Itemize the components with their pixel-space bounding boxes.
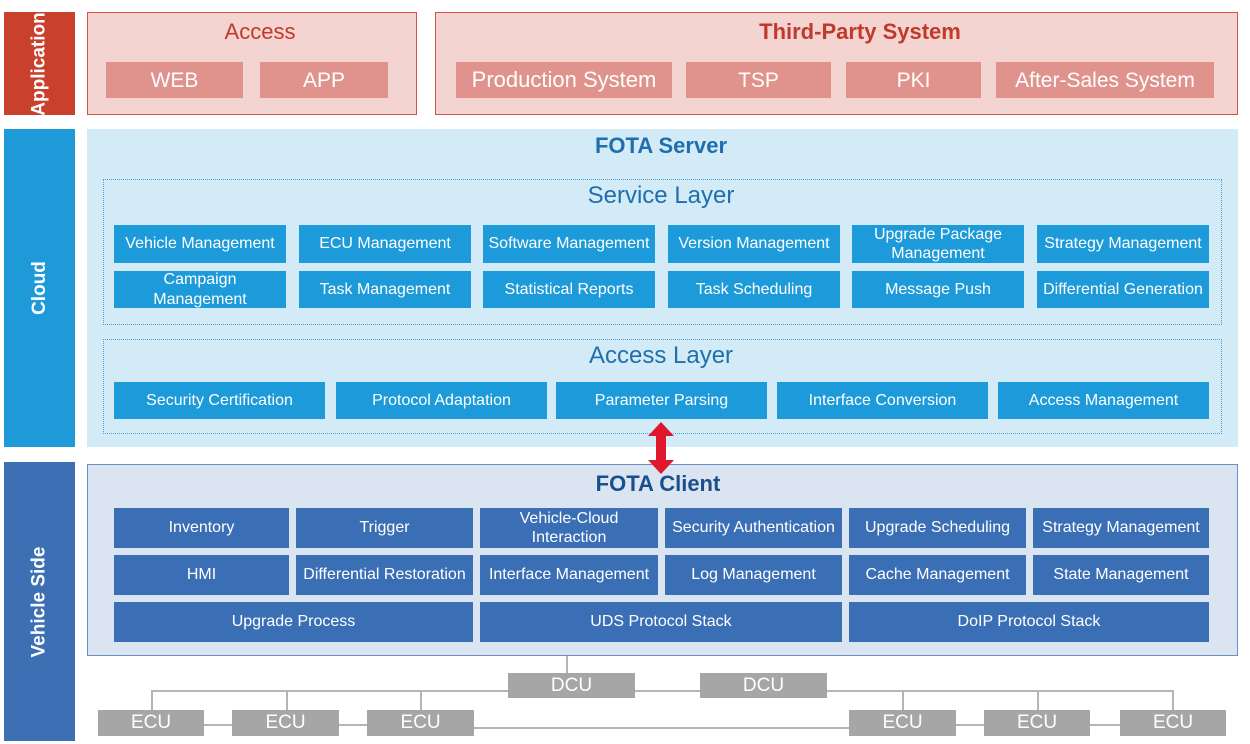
ecu-drop-line <box>1172 690 1174 710</box>
access-title: Access <box>224 19 296 44</box>
ecu-box: ECU <box>367 710 474 736</box>
campaign-management-box: Campaign Management <box>114 271 286 308</box>
parameter-parsing-box: Parameter Parsing <box>556 382 767 419</box>
security-authentication-box: Security Authentication <box>665 508 842 548</box>
log-management-box: Log Management <box>665 555 842 595</box>
vehicle-cloud-interaction-box: Vehicle-Cloud Interaction <box>480 508 658 548</box>
task-scheduling-box: Task Scheduling <box>668 271 840 308</box>
protocol-adaptation-box: Protocol Adaptation <box>336 382 547 419</box>
vehicle-side-label: Vehicle Side <box>4 462 75 741</box>
hmi-box: HMI <box>114 555 289 595</box>
client-strategy-management-box: Strategy Management <box>1033 508 1209 548</box>
ecu-box: ECU <box>232 710 339 736</box>
differential-restoration-box: Differential Restoration <box>296 555 473 595</box>
ecu-drop-line <box>420 690 422 710</box>
web-box: WEB <box>106 62 243 98</box>
ecu-drop-line <box>286 690 288 710</box>
ecu-drop-line <box>151 690 153 710</box>
access-layer-title: Access Layer <box>588 342 734 369</box>
interface-management-box: Interface Management <box>480 555 658 595</box>
differential-generation-box: Differential Generation <box>1037 271 1209 308</box>
client-to-dcu-wire <box>566 656 568 673</box>
pki-box: PKI <box>846 62 981 98</box>
ecu-management-box: ECU Management <box>299 225 471 263</box>
service-layer-panel <box>103 179 1222 325</box>
service-layer-title: Service Layer <box>587 182 735 209</box>
bidirectional-arrow-icon <box>648 422 674 474</box>
ecu-bus-line <box>339 724 367 726</box>
software-management-box: Software Management <box>483 225 655 263</box>
app-box: APP <box>260 62 388 98</box>
version-management-box: Version Management <box>668 225 840 263</box>
dcu-box: DCU <box>700 673 827 698</box>
ecu-box: ECU <box>984 710 1090 736</box>
ecu-box: ECU <box>1120 710 1226 736</box>
ecu-drop-line <box>1037 690 1039 710</box>
access-management-box: Access Management <box>998 382 1209 419</box>
cache-management-box: Cache Management <box>849 555 1026 595</box>
after-sales-system-box: After-Sales System <box>996 62 1214 98</box>
inventory-box: Inventory <box>114 508 289 548</box>
fota-server-title: FOTA Server <box>594 133 728 158</box>
ecu-bus-line <box>1090 724 1120 726</box>
application-side-label: Application <box>4 12 75 115</box>
upgrade-scheduling-box: Upgrade Scheduling <box>849 508 1026 548</box>
vehicle-management-box: Vehicle Management <box>114 225 286 263</box>
dcu-bus-line <box>151 690 1174 692</box>
state-management-box: State Management <box>1033 555 1209 595</box>
statistical-reports-box: Statistical Reports <box>483 271 655 308</box>
ecu-box: ECU <box>98 710 204 736</box>
upgrade-process-box: Upgrade Process <box>114 602 473 642</box>
ecu-box: ECU <box>849 710 956 736</box>
doip-protocol-stack-box: DoIP Protocol Stack <box>849 602 1209 642</box>
fota-client-title: FOTA Client <box>595 471 721 496</box>
trigger-box: Trigger <box>296 508 473 548</box>
ecu-bus-line <box>204 724 232 726</box>
upgrade-package-management-box: Upgrade Package Management <box>852 225 1024 263</box>
message-push-box: Message Push <box>852 271 1024 308</box>
ecu-bus-line <box>474 727 849 729</box>
dcu-box: DCU <box>508 673 635 698</box>
strategy-management-box: Strategy Management <box>1037 225 1209 263</box>
cloud-side-label: Cloud <box>4 129 75 447</box>
uds-protocol-stack-box: UDS Protocol Stack <box>480 602 842 642</box>
interface-conversion-box: Interface Conversion <box>777 382 988 419</box>
task-management-box: Task Management <box>299 271 471 308</box>
ecu-bus-line <box>956 724 984 726</box>
production-system-box: Production System <box>456 62 672 98</box>
security-certification-box: Security Certification <box>114 382 325 419</box>
third-party-title: Third-Party System <box>759 19 961 44</box>
ecu-drop-line <box>902 690 904 710</box>
tsp-box: TSP <box>686 62 831 98</box>
